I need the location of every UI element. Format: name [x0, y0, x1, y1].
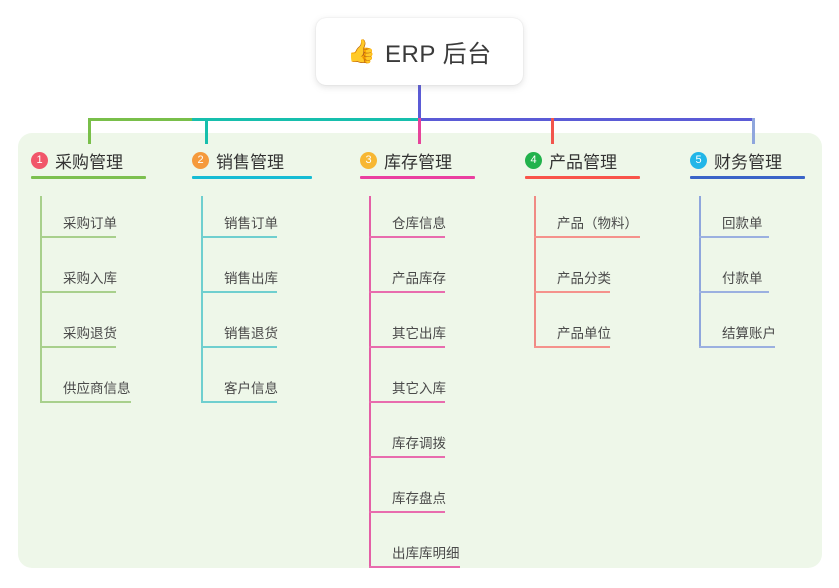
column-销售管理: 2 销售管理销售订单销售出库销售退货客户信息 [192, 145, 312, 403]
column-rule [525, 176, 640, 179]
column-rule [192, 176, 312, 179]
leaf-label: 采购退货 [63, 326, 117, 341]
leaf-rule [699, 236, 769, 238]
column-header-4[interactable]: 4 产品管理 [525, 145, 617, 175]
leaf-label: 采购入库 [63, 271, 117, 286]
leaf-rule [201, 401, 277, 403]
leaf-label: 销售出库 [224, 271, 278, 286]
leaf-rule [534, 346, 610, 348]
column-财务管理: 5 财务管理回款单付款单结算账户 [690, 145, 805, 348]
connector-bus-left [88, 118, 193, 121]
leaf-rule [40, 401, 131, 403]
leaf-rule [534, 236, 640, 238]
leaf-label: 销售订单 [224, 216, 278, 231]
column-spine [201, 196, 203, 403]
column-rule [360, 176, 475, 179]
connector-drop-2 [205, 118, 208, 144]
root-node-title: ERP 后台 [385, 41, 492, 68]
leaf-rule [40, 236, 116, 238]
leaf-label: 销售退货 [224, 326, 278, 341]
leaf-rule [40, 346, 116, 348]
leaf-label: 产品单位 [557, 326, 611, 341]
connector-bus-mid [192, 118, 419, 121]
column-spine [369, 196, 371, 568]
column-库存管理: 3 库存管理仓库信息产品库存其它出库其它入库库存调拨库存盘点出库库明细 [360, 145, 475, 568]
column-spine [40, 196, 42, 403]
leaf-label: 付款单 [722, 271, 763, 286]
column-badge-1: 1 [31, 151, 48, 169]
connector-drop-4 [551, 118, 554, 144]
column-spine [534, 196, 536, 348]
column-header-5[interactable]: 5 财务管理 [690, 145, 782, 175]
leaf-rule [40, 291, 116, 293]
leaf-label: 其它出库 [392, 326, 446, 341]
leaf-rule [369, 456, 445, 458]
leaf-rule [699, 346, 775, 348]
connector-drop-5 [752, 118, 755, 144]
column-badge-4: 4 [525, 151, 542, 169]
leaf-rule [369, 291, 445, 293]
column-title: 财务管理 [714, 152, 782, 172]
connector-stem [418, 85, 421, 121]
column-badge-2: 2 [192, 151, 209, 169]
leaf-label: 产品库存 [392, 271, 446, 286]
column-badge-5: 5 [690, 151, 707, 169]
leaf-label: 回款单 [722, 216, 763, 231]
column-rule [690, 176, 805, 179]
connector-bus-right [418, 118, 755, 121]
column-header-2[interactable]: 2 销售管理 [192, 145, 284, 175]
column-header-3[interactable]: 3 库存管理 [360, 145, 452, 175]
column-title: 销售管理 [216, 152, 284, 172]
leaf-label: 供应商信息 [63, 381, 131, 396]
leaf-label: 客户信息 [224, 381, 278, 396]
leaf-label: 库存盘点 [392, 491, 446, 506]
thumbs-up-emoji: 👍 [347, 38, 377, 64]
leaf-label: 结算账户 [722, 326, 776, 341]
column-header-1[interactable]: 1 采购管理 [31, 145, 123, 175]
root-node-card[interactable]: 👍 ERP 后台 [316, 18, 523, 85]
column-产品管理: 4 产品管理产品（物料） 产品分类产品单位 [525, 145, 640, 348]
leaf-label: 产品（物料） [557, 216, 638, 231]
column-rule [31, 176, 146, 179]
leaf-label: 采购订单 [63, 216, 117, 231]
leaf-label: 其它入库 [392, 381, 446, 396]
leaf-label: 仓库信息 [392, 216, 446, 231]
leaf-rule [201, 236, 277, 238]
leaf-rule [201, 346, 277, 348]
column-title: 产品管理 [549, 152, 617, 172]
leaf-rule [369, 566, 460, 568]
diagram-panel [18, 133, 822, 568]
leaf-rule [699, 291, 769, 293]
leaf-rule [369, 236, 445, 238]
leaf-label: 库存调拨 [392, 436, 446, 451]
column-badge-3: 3 [360, 151, 377, 169]
connector-drop-3 [418, 118, 421, 144]
connector-drop-1 [88, 118, 91, 144]
column-title: 采购管理 [55, 152, 123, 172]
leaf-label: 产品分类 [557, 271, 611, 286]
column-spine [699, 196, 701, 348]
leaf-rule [201, 291, 277, 293]
leaf-label: 出库库明细 [392, 546, 460, 561]
column-采购管理: 1 采购管理采购订单采购入库采购退货供应商信息 [31, 145, 146, 403]
leaf-rule [369, 346, 445, 348]
leaf-rule [534, 291, 610, 293]
leaf-rule [369, 401, 445, 403]
leaf-rule [369, 511, 445, 513]
column-title: 库存管理 [384, 152, 452, 172]
